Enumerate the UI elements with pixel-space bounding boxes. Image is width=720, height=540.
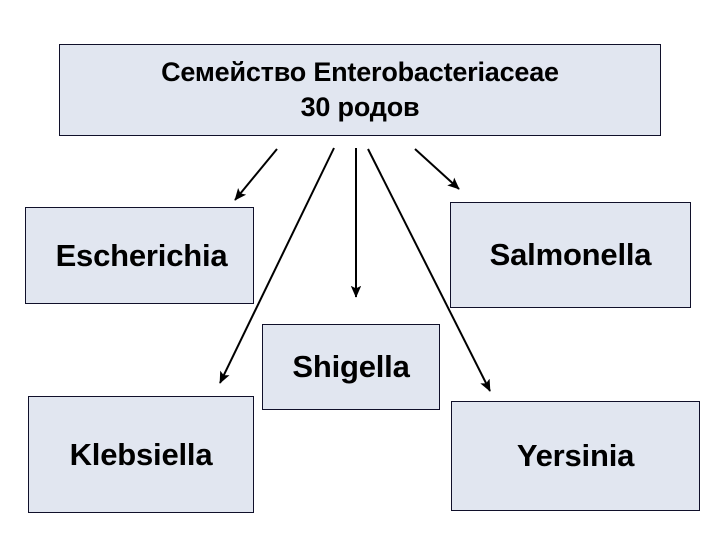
node-family-enterobacteriaceae[interactable]: Семейство Enterobacteriaceae 30 родов [59,44,661,136]
node-shigella-label: Shigella [292,349,410,385]
node-genus-yersinia[interactable]: Yersinia [451,401,700,511]
node-genus-salmonella[interactable]: Salmonella [450,202,691,308]
node-salmonella-label: Salmonella [489,237,652,273]
arrow-root-to-escherichia [234,148,278,201]
node-klebsiella-label: Klebsiella [69,436,213,472]
node-genus-klebsiella[interactable]: Klebsiella [28,396,254,513]
node-escherichia-label: Escherichia [55,237,228,273]
node-root-label: Семейство Enterobacteriaceae 30 родов [161,55,559,125]
node-genus-shigella[interactable]: Shigella [262,324,440,410]
node-yersinia-label: Yersinia [516,438,635,474]
node-root-line2: 30 родов [300,92,420,122]
node-genus-escherichia[interactable]: Escherichia [25,207,254,304]
node-root-line1: Семейство Enterobacteriaceae [161,56,559,87]
arrow-root-to-salmonella [414,148,460,190]
